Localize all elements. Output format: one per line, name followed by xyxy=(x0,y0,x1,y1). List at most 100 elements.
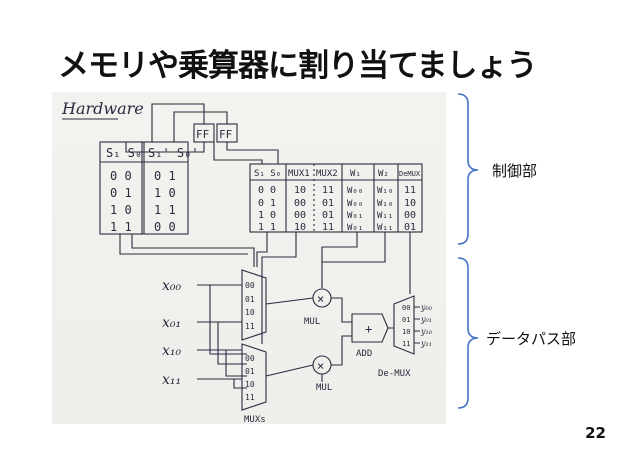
datapath-brace xyxy=(457,257,479,409)
ctrl-header-state: S₁ S₀ xyxy=(254,169,281,179)
ctrl-header-w1: W₁ xyxy=(350,169,361,179)
ctrl-row-1-state: 0 1 xyxy=(258,198,276,209)
multiplier-lower: × xyxy=(312,355,332,375)
ctrl-row-2-demux: 00 xyxy=(404,210,416,221)
wire-state-feedback xyxy=(119,234,248,255)
mul-upper-symbol: × xyxy=(317,292,324,306)
input-crosswires xyxy=(209,285,247,389)
demux-port-0: 00 xyxy=(402,304,410,312)
wire-state-feedback-2 xyxy=(131,234,255,267)
flip-flops: FF FF xyxy=(193,123,238,143)
ctrl-row-1-w2: W₁₀ xyxy=(377,199,393,209)
mux1-port-0: 00 xyxy=(245,281,255,290)
ctrl-row-3-mux2: 11 xyxy=(322,222,334,233)
ctrl-row-0-mux1: 10 xyxy=(294,185,306,196)
ctrl-row-3-mux1: 10 xyxy=(294,222,306,233)
output-y00: y₀₀ xyxy=(420,303,433,312)
state-table-header-current: S₁ S₀ xyxy=(106,146,142,160)
ctrl-row-1-mux1: 00 xyxy=(294,198,306,209)
datapath-section-label: データパス部 xyxy=(486,330,577,348)
demux-label: De-MUX xyxy=(378,369,411,379)
output-y10: y₁₀ xyxy=(420,327,433,336)
ctrl-row-2-w2: W₁₁ xyxy=(377,211,393,221)
mux2-port-1: 01 xyxy=(245,367,255,376)
state-row-0-current: 0 0 xyxy=(110,169,132,183)
wire-mux1-select xyxy=(256,232,268,267)
control-brace xyxy=(457,93,479,245)
ctrl-row-0-mux2: 11 xyxy=(322,185,334,196)
mux-upper: 00 01 10 11 xyxy=(241,269,267,341)
control-section-label: 制御部 xyxy=(492,162,538,180)
input-x10: x₁₀ xyxy=(162,343,182,359)
mux2-port-2: 10 xyxy=(245,380,255,389)
state-row-2-current: 1 0 xyxy=(110,203,132,217)
ctrl-row-3-w2: W₁₁ xyxy=(377,223,393,233)
wire-ff1-back xyxy=(125,142,205,153)
ctrl-header-w2: W₂ xyxy=(378,169,389,179)
ctrl-row-1-w1: W₀₀ xyxy=(347,199,363,209)
ctrl-header-mux2: MUX2 xyxy=(316,169,338,179)
state-table-header-next: S₁' S₀' xyxy=(148,146,199,160)
output-y01: y₀₁ xyxy=(420,315,432,324)
state-row-1-current: 0 1 xyxy=(110,186,132,200)
input-wires xyxy=(197,284,242,380)
mux1-port-1: 01 xyxy=(245,295,255,304)
ctrl-header-mux1: MUX1 xyxy=(288,169,310,179)
ff-label-0: FF xyxy=(196,128,209,141)
input-x00: x₀₀ xyxy=(162,278,182,294)
state-row-0-next: 0 1 xyxy=(154,169,176,183)
ctrl-row-2-state: 1 0 xyxy=(258,210,276,221)
mux2-port-0: 00 xyxy=(245,354,255,363)
input-x11: x₁₁ xyxy=(162,372,181,388)
ctrl-row-0-state: 0 0 xyxy=(258,185,276,196)
adder-label: ADD xyxy=(356,349,372,359)
ctrl-row-2-mux1: 00 xyxy=(294,210,306,221)
control-table: S₁ S₀ MUX1 MUX2 W₁ W₂ DeMUX 0 0 10 11 W₀… xyxy=(249,163,423,233)
adder: + xyxy=(351,313,389,343)
wire-mux2-select xyxy=(261,232,297,344)
ctrl-row-0-w2: W₁₀ xyxy=(377,186,393,196)
output-y11: y₁₁ xyxy=(420,339,432,348)
mul-upper-label: MUL xyxy=(304,317,320,327)
ctrl-row-1-mux2: 01 xyxy=(322,198,334,209)
state-table: S₁ S₀ S₁' S₀' 0 0 0 1 0 1 1 0 1 0 1 1 1 … xyxy=(99,141,199,235)
ff-label-1: FF xyxy=(219,128,232,141)
mux-lower: 00 01 10 11 xyxy=(241,343,267,411)
input-x01: x₀₁ xyxy=(162,315,181,331)
slide-title: メモリや乗算器に割り当てましょう xyxy=(58,48,537,84)
adder-wires xyxy=(331,297,394,366)
mul-lower-symbol: × xyxy=(317,359,324,373)
output-wires xyxy=(414,306,420,344)
ctrl-row-0-w1: W₀₀ xyxy=(347,186,363,196)
demux-port-1: 01 xyxy=(402,316,410,324)
ctrl-row-3-w1: W₀₁ xyxy=(347,223,363,233)
state-row-3-next: 0 0 xyxy=(154,220,176,234)
ctrl-row-3-state: 1 1 xyxy=(258,222,276,233)
hardware-sketch-photo: Hardware S₁ S₀ S₁' S₀' 0 0 0 1 0 1 1 0 1… xyxy=(52,92,446,424)
input-labels: x₀₀ x₀₁ x₁₀ x₁₁ xyxy=(162,278,182,388)
multiplier-upper: × xyxy=(312,288,332,308)
demux: 00 01 10 11 xyxy=(393,295,415,355)
mux-label: MUXs xyxy=(244,415,266,424)
ctrl-header-demux: DeMUX xyxy=(399,170,421,178)
ctrl-row-2-mux2: 01 xyxy=(322,210,334,221)
wire-s1-ff xyxy=(151,103,205,142)
ctrl-row-0-demux: 11 xyxy=(404,185,416,196)
demux-port-3: 11 xyxy=(402,340,410,348)
mux1-port-3: 11 xyxy=(245,322,255,331)
sketch-heading: Hardware xyxy=(61,99,144,118)
wire-s0-ff xyxy=(173,111,228,142)
demux-port-2: 10 xyxy=(402,328,410,336)
ctrl-row-2-w1: W₀₁ xyxy=(347,211,363,221)
wire-w2 xyxy=(322,232,386,263)
mul-lower-label: MUL xyxy=(316,383,332,393)
mux2-port-3: 11 xyxy=(245,393,255,402)
wire-ff0-ctrl xyxy=(226,142,279,164)
mux1-port-2: 10 xyxy=(245,308,255,317)
state-row-1-next: 1 0 xyxy=(154,186,176,200)
ctrl-row-3-demux: 01 xyxy=(404,222,416,233)
annotation-braces xyxy=(457,93,479,409)
mul-wires xyxy=(265,278,323,382)
page-number: 22 xyxy=(585,424,606,442)
wire-w1 xyxy=(321,232,358,288)
